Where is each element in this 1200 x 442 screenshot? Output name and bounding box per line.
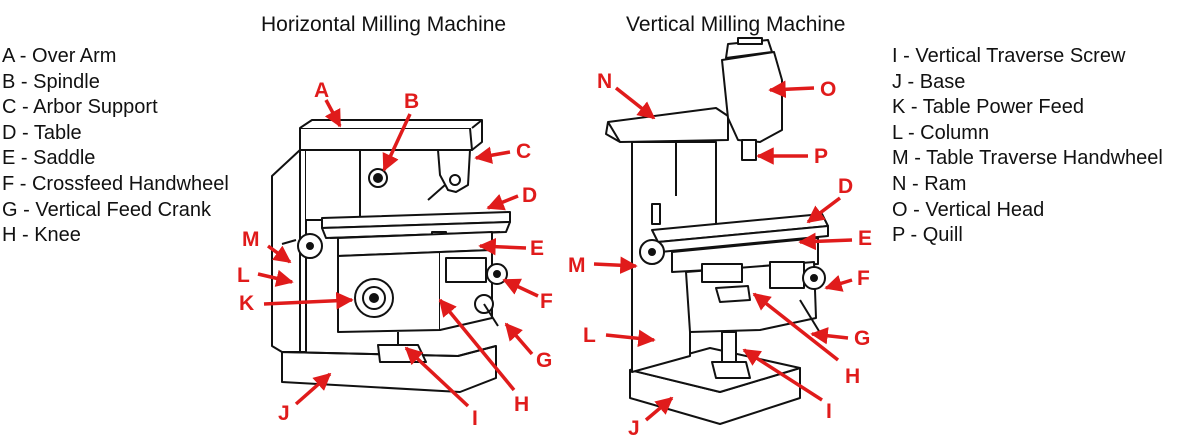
legend-left: A - Over Arm B - Spindle C - Arbor Suppo… xyxy=(2,44,229,249)
callout-h-c: C xyxy=(516,140,531,163)
callout-h-j: J xyxy=(278,402,290,425)
legend-item-f: F - Crossfeed Handwheel xyxy=(2,172,229,195)
horizontal-machine-title: Horizontal Milling Machine xyxy=(261,13,507,36)
arrow-h-j xyxy=(294,372,332,406)
callout-v-i: I xyxy=(826,400,832,423)
callout-v-n: N xyxy=(597,70,612,93)
arrow-v-i xyxy=(742,348,823,402)
legend-item-c: C - Arbor Support xyxy=(2,96,158,119)
arrow-h-k xyxy=(263,291,354,310)
callout-v-o: O xyxy=(820,78,836,101)
legend-item-o: O - Vertical Head xyxy=(892,198,1045,221)
callout-v-d: D xyxy=(838,175,853,198)
arrow-v-l xyxy=(605,329,656,348)
arrow-h-h xyxy=(438,298,516,392)
legend-item-d: D - Table xyxy=(2,121,82,144)
legend-item-a: A - Over Arm xyxy=(2,45,117,67)
callout-h-k: K xyxy=(239,292,254,315)
arrow-h-d xyxy=(486,194,519,211)
legend-right: I - Vertical Traverse Screw J - Base K -… xyxy=(892,44,1163,249)
callout-h-h: H xyxy=(514,393,529,416)
callout-h-f: F xyxy=(540,290,553,313)
callout-arrows xyxy=(257,80,853,422)
h-over-arm xyxy=(299,127,473,151)
legend-item-l: L - Column xyxy=(892,121,990,144)
arrow-v-j xyxy=(644,396,674,422)
callout-h-i: I xyxy=(472,407,478,430)
callouts-horizontal: A B C D E F G H I J K L M xyxy=(237,79,553,430)
legend-item-b: B - Spindle xyxy=(2,70,100,93)
callout-h-l: L xyxy=(237,264,250,287)
callout-h-a: A xyxy=(314,79,329,102)
v-vertical-head xyxy=(721,51,783,143)
arrow-h-a xyxy=(324,99,342,128)
callout-h-m: M xyxy=(242,228,260,251)
v-ram xyxy=(605,107,729,143)
arrow-v-m xyxy=(593,256,638,274)
arrow-v-d xyxy=(806,196,842,224)
legend-item-m: M - Table Traverse Handwheel xyxy=(892,147,1163,170)
callout-v-m: M xyxy=(568,254,586,277)
callout-v-j: J xyxy=(628,417,640,440)
callout-h-g: G xyxy=(536,349,552,372)
arrow-h-e xyxy=(478,237,527,256)
callout-v-f: F xyxy=(857,267,870,290)
arrow-v-e xyxy=(798,232,853,251)
legend-item-e: E - Saddle xyxy=(2,147,96,170)
legend-item-h: H - Knee xyxy=(2,224,81,247)
arrow-h-m xyxy=(266,244,292,264)
h-arbor-support xyxy=(437,149,471,193)
legend-item-i: I - Vertical Traverse Screw xyxy=(892,45,1126,67)
callout-v-e: E xyxy=(858,227,872,250)
v-quill xyxy=(741,139,757,161)
arrow-h-g xyxy=(504,322,534,356)
arrow-h-f xyxy=(502,278,539,298)
arrow-h-c xyxy=(474,146,511,164)
callout-v-l: L xyxy=(583,324,596,347)
callout-h-d: D xyxy=(522,184,537,207)
horizontal-machine-drawing xyxy=(271,119,511,393)
callout-v-h: H xyxy=(845,365,860,388)
vertical-machine-title: Vertical Milling Machine xyxy=(626,13,846,36)
callout-h-e: E xyxy=(530,237,544,260)
arrow-v-o xyxy=(768,80,815,99)
arrow-h-i xyxy=(404,346,470,408)
arrow-v-f xyxy=(824,275,853,292)
arrow-h-l xyxy=(257,269,294,287)
legend-item-g: G - Vertical Feed Crank xyxy=(2,198,211,221)
v-vertical-traverse-screw xyxy=(721,331,737,363)
callout-v-p: P xyxy=(814,145,828,168)
callout-h-b: B xyxy=(404,90,419,113)
legend-item-p: P - Quill xyxy=(892,224,963,247)
legend-item-k: K - Table Power Feed xyxy=(892,96,1084,119)
legend-item-n: N - Ram xyxy=(892,172,967,195)
vertical-machine-drawing xyxy=(605,37,829,425)
arrow-v-h xyxy=(752,292,840,362)
callouts-vertical: N O P D E F G H I J L M xyxy=(568,70,872,440)
legend-item-j: J - Base xyxy=(892,70,966,93)
arrow-h-b xyxy=(382,113,412,172)
callout-v-g: G xyxy=(854,327,870,350)
arrow-v-g xyxy=(810,327,849,345)
arrow-v-n xyxy=(614,86,656,120)
